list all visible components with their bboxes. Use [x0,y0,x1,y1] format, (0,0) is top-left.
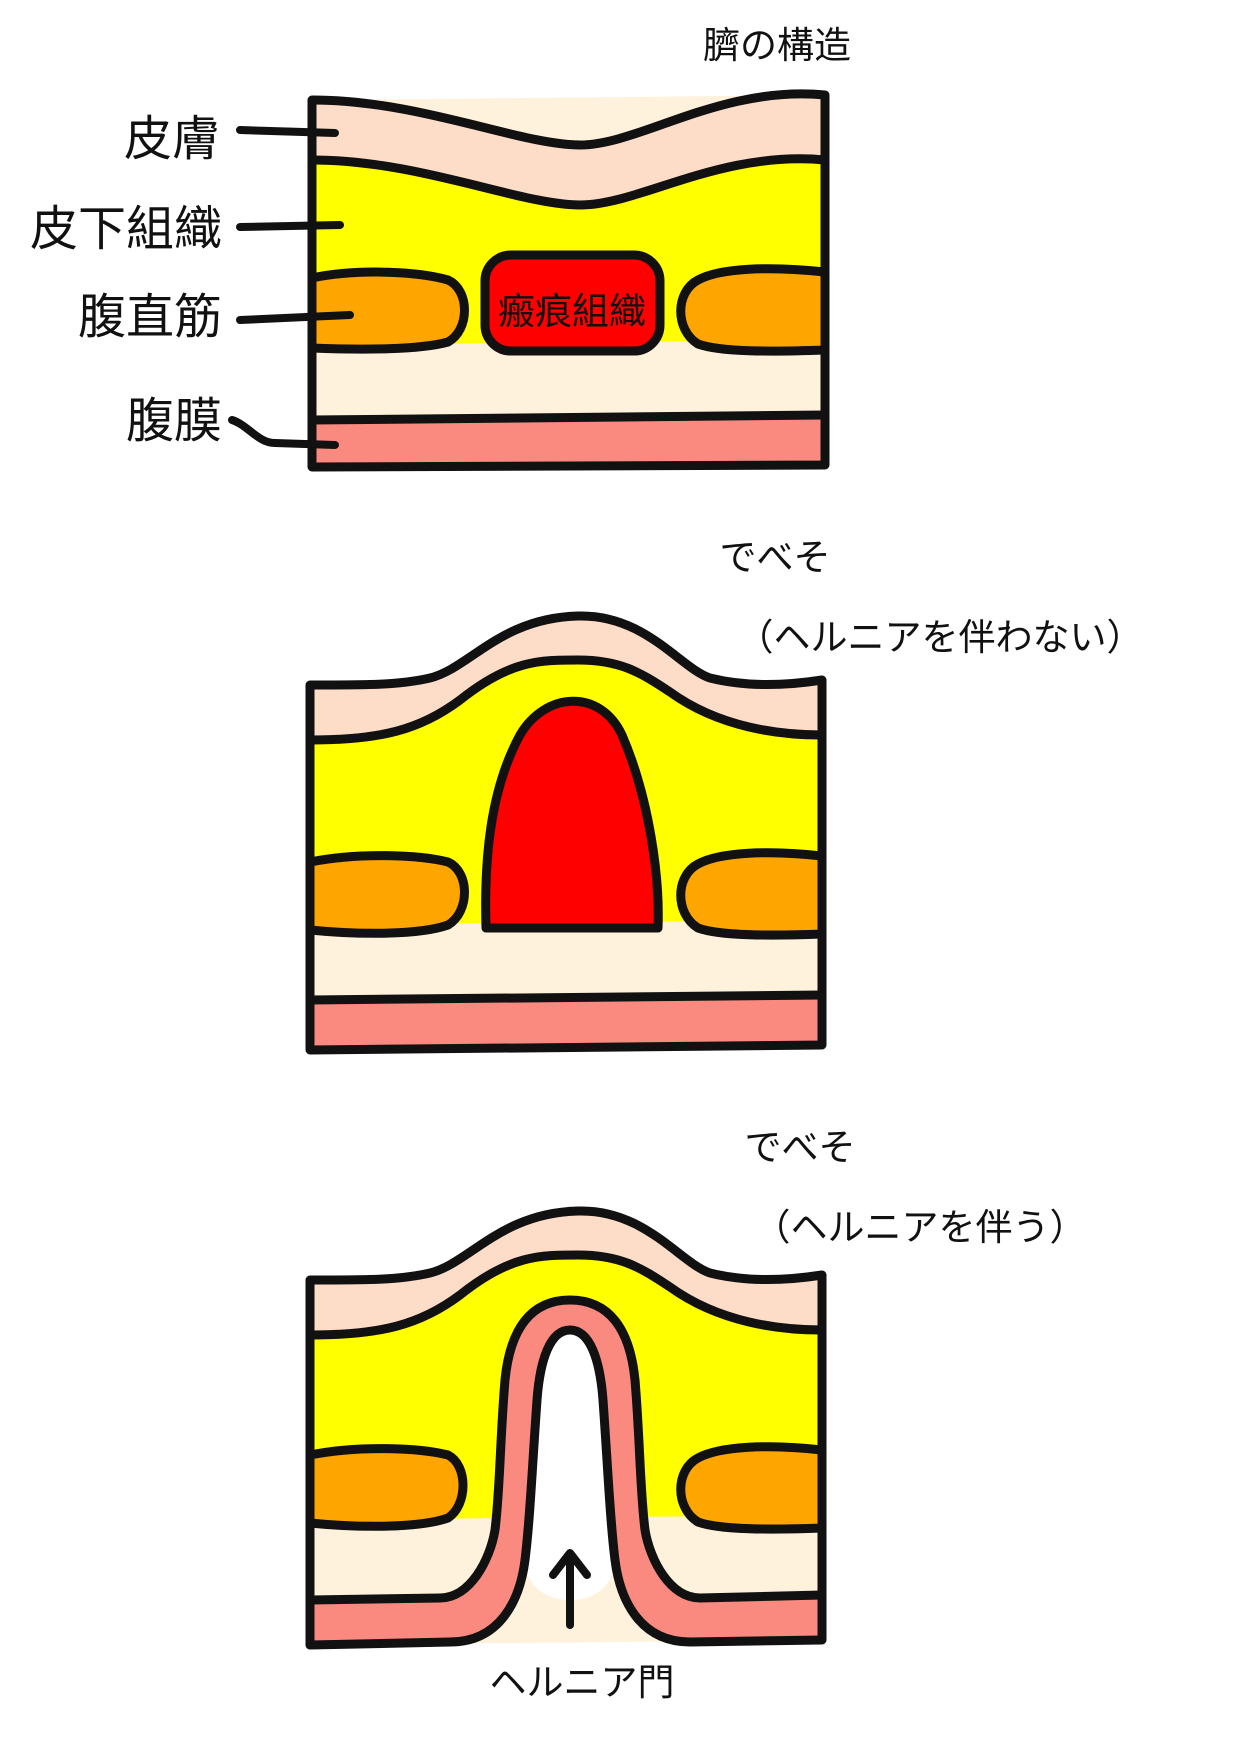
leader-rectus [236,311,354,324]
figure2-frame [305,680,827,1055]
skin-layer [312,93,825,205]
figure3-frame [305,1275,827,1645]
figure-outie-with-hernia: でべそ （ヘルニアを伴う） ヘルニア門 [305,1126,1087,1704]
figure-normal-umbilicus: 臍の構造 瘢痕組織 皮膚 皮下組織 腹直筋 腹膜 [30,24,851,472]
scar-tissue [480,250,665,356]
figure3-subtitle: （ヘルニアを伴う） [754,1206,1087,1249]
leader-subcutaneous [236,221,344,231]
rectus-muscle-left [305,851,469,938]
hernia-orifice-label: ヘルニア門 [490,1661,675,1704]
arrow-up-icon [549,1549,591,1629]
figure3-title: でべそ [745,1126,856,1169]
label-subcutaneous: 皮下組織 [30,201,222,257]
rectus-muscle-left [305,1444,468,1531]
leader-peritoneum [228,416,339,449]
scar-tissue-label: 瘢痕組織 [498,290,646,333]
figure1-title: 臍の構造 [703,24,851,67]
rectus-muscle-left [307,267,469,354]
hernia-sac-outer [305,1295,827,1605]
rectus-muscle-right [676,1442,827,1534]
rectus-muscle-right [676,264,830,356]
rectus-muscle-right [676,848,827,940]
peritoneum-layer [310,995,822,1050]
hernia-sac-interior [525,1330,615,1600]
leader-lines [228,126,354,449]
skin-layer [310,615,822,740]
scar-tissue-protrusion [481,696,663,933]
figure1-frame [307,95,830,472]
hernia-sac-inner [305,1325,827,1650]
label-skin: 皮膚 [124,111,220,167]
leader-skin [236,126,339,137]
figure-outie-without-hernia: でべそ （ヘルニアを伴わない） [305,536,1144,1055]
figure2-subtitle: （ヘルニアを伴わない） [737,616,1144,659]
peritoneum-layer [312,415,825,467]
label-peritoneum: 腹膜 [126,393,222,449]
skin-layer [310,1210,822,1335]
peritoneum-layer [310,1300,822,1645]
label-rectus: 腹直筋 [78,289,222,345]
figure2-title: でべそ [720,536,831,579]
